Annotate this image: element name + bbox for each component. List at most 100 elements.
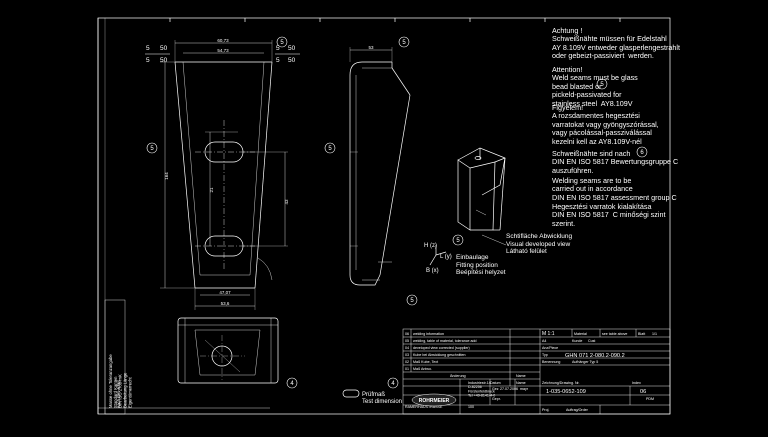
- svg-text:5: 5: [276, 45, 280, 52]
- axis-b-label: B (x): [426, 268, 439, 274]
- balloon: [452, 234, 464, 246]
- svg-text:06: 06: [405, 332, 409, 336]
- svg-text:welding information: welding information: [413, 332, 444, 336]
- svg-text:Maß Kube, Text: Maß Kube, Text: [413, 360, 438, 364]
- svg-text:PDM: PDM: [646, 397, 654, 401]
- svg-text:Material: Material: [574, 332, 587, 336]
- balloon: [324, 142, 336, 154]
- svg-text:Blatt: Blatt: [638, 332, 645, 336]
- title-block: 06 welding information 05 welding, table…: [405, 331, 657, 412]
- dim-height: 164: [164, 172, 169, 180]
- dim-slot-spacing: 43: [284, 199, 289, 205]
- balloon: [406, 294, 418, 306]
- svg-text:05: 05: [405, 339, 409, 343]
- weld-quality-note-de: Schweißnähte sind nach DIN EN ISO 5817 B…: [552, 149, 679, 175]
- svg-text:Datum: Datum: [490, 381, 501, 385]
- svg-text:50: 50: [160, 45, 168, 52]
- weld-symbol-right: 5 5 50 50: [275, 45, 300, 64]
- balloon-label: 5: [280, 40, 284, 46]
- developed-view-label: Schtifläche Abwicklung Visual developed …: [506, 233, 573, 256]
- svg-text:50: 50: [288, 45, 296, 52]
- tolerance-standard: nach DIN 6784: [116, 379, 121, 408]
- balloon-label: 5: [150, 146, 154, 152]
- title-block-grid: [402, 328, 671, 415]
- dim-side-top: 53: [368, 45, 374, 50]
- isometric-view: [457, 147, 507, 246]
- svg-text:27.07.2006: 27.07.2006: [500, 387, 518, 391]
- svg-text:Proj.: Proj.: [542, 408, 549, 412]
- test-dimension-label: Prüfmaß: [362, 392, 385, 398]
- test-dimension-label-en: Test dimension: [362, 399, 402, 405]
- company-logo: ROHRMEIER: [411, 393, 457, 407]
- svg-text:Typ: Typ: [542, 353, 548, 357]
- svg-text:RAMERHAUSTRASSE: RAMERHAUSTRASSE: [405, 405, 443, 409]
- balloon: [286, 377, 298, 389]
- balloon: [146, 142, 158, 154]
- dim-top-outer: 60,73: [217, 38, 229, 43]
- svg-text:ROHRMEIER: ROHRMEIER: [419, 398, 450, 404]
- svg-text:100: 100: [468, 405, 474, 409]
- svg-text:welding, table of material, to: welding, table of material, tolerance ad…: [413, 339, 477, 343]
- svg-text:Name: Name: [516, 381, 526, 385]
- surface-treatment-note-en: Attention! Weld seams must be glass bead…: [552, 65, 638, 108]
- front-view: [160, 40, 288, 310]
- svg-text:Änderung: Änderung: [450, 374, 466, 378]
- svg-text:Kunde: Kunde: [572, 339, 582, 343]
- svg-text:Index: Index: [632, 381, 641, 385]
- svg-text:1/1: 1/1: [652, 332, 657, 336]
- svg-text:A4: A4: [542, 339, 546, 343]
- axis-triad: [429, 245, 447, 266]
- axis-h-label: H (z): [424, 243, 437, 249]
- svg-text:06: 06: [640, 389, 646, 395]
- balloon-label: 5: [456, 238, 460, 244]
- balloon-label: 5: [410, 298, 414, 304]
- svg-text:Kube bei Abwicklung geschnitte: Kube bei Abwicklung geschnitten: [413, 353, 466, 357]
- svg-text:M 1:1: M 1:1: [542, 331, 555, 337]
- svg-text:5: 5: [146, 57, 150, 64]
- balloon-label: 6: [640, 150, 644, 156]
- balloon: [636, 146, 648, 158]
- svg-text:Benennung: Benennung: [542, 360, 560, 364]
- svg-text:Cust: Cust: [588, 339, 595, 343]
- balloon: [387, 377, 399, 389]
- dim-slot-offset: 21: [209, 187, 214, 193]
- part-designation: Aufhänger Typ 5: [572, 360, 598, 364]
- svg-text:Zeichnung/Drawing. Nr.: Zeichnung/Drawing. Nr.: [542, 381, 580, 385]
- weld-symbol-left: 5 5 50 50: [145, 45, 170, 64]
- svg-text:see table above: see table above: [602, 332, 627, 336]
- weld-quality-note-en: Welding seams are to be carried out in a…: [552, 176, 677, 202]
- balloon: [276, 36, 288, 48]
- weld-quality-note-hu: Hegesztési varratok kialakítása DIN EN I…: [552, 202, 666, 228]
- dim-bottom-inner: 47,07: [219, 290, 231, 295]
- balloon-label: 5: [328, 146, 332, 152]
- side-view: [349, 47, 411, 286]
- svg-text:02: 02: [405, 360, 409, 364]
- balloon-label: 4: [391, 381, 395, 387]
- svg-text:04: 04: [405, 346, 409, 350]
- svg-text:50: 50: [160, 57, 168, 64]
- svg-text:5: 5: [146, 45, 150, 52]
- svg-text:03: 03: [405, 353, 409, 357]
- svg-text:developed view corrected (supp: developed view corrected (supplier): [413, 346, 470, 350]
- balloon: [596, 78, 608, 90]
- balloon-label: 4: [290, 381, 294, 387]
- svg-text:Anz/Piece: Anz/Piece: [542, 346, 558, 350]
- svg-text:Auftrag/Order: Auftrag/Order: [566, 408, 589, 412]
- balloon-label: 5: [600, 82, 604, 88]
- surface-treatment-note-hu: Figyelem! A rozsdamentes hegesztési varr…: [552, 103, 659, 146]
- dim-top-inner: 54,73: [217, 48, 229, 53]
- balloon-label: 5: [402, 40, 406, 46]
- axis-l-label: L (y): [440, 254, 452, 260]
- svg-text:mayr: mayr: [520, 387, 529, 391]
- svg-text:Gez: Gez: [492, 387, 499, 391]
- svg-text:Gepr.: Gepr.: [492, 397, 501, 401]
- surface-treatment-note-de: Achtung ! Schweißnähte müssen für Edelst…: [552, 26, 680, 61]
- bottom-view: [177, 317, 279, 384]
- drawing-number: 1-035-0652-109: [546, 389, 586, 395]
- svg-text:50: 50: [288, 57, 296, 64]
- svg-text:01: 01: [405, 367, 409, 371]
- test-dimension-frame: [342, 389, 360, 398]
